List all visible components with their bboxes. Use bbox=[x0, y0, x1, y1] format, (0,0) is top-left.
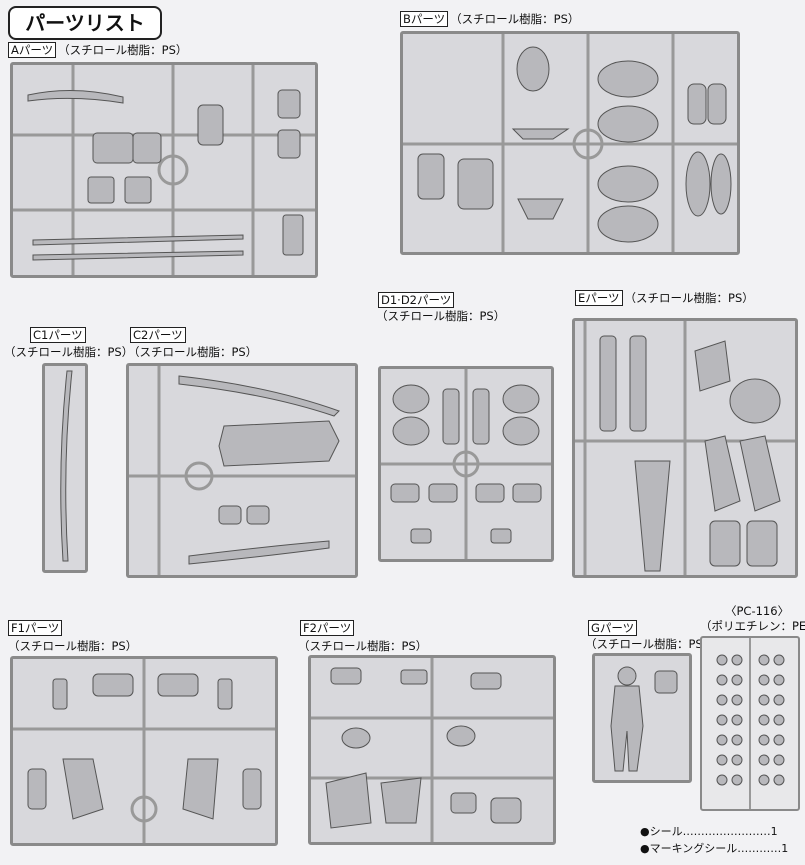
runner-c1 bbox=[42, 363, 88, 573]
label-a-name: Aパーツ bbox=[8, 42, 57, 58]
runner-d-drawing bbox=[381, 369, 551, 559]
label-a-material: （スチロール樹脂：PS） bbox=[58, 43, 188, 57]
runner-pc bbox=[700, 636, 800, 811]
runner-d bbox=[378, 366, 554, 562]
runner-f2 bbox=[308, 655, 556, 845]
label-f2-material: （スチロール樹脂：PS） bbox=[298, 639, 428, 653]
legend-marking-label: ●マーキングシール bbox=[640, 842, 738, 855]
label-c1-material: （スチロール樹脂：PS） bbox=[4, 345, 134, 359]
label-f1: F1パーツ bbox=[8, 620, 64, 636]
label-pc: 〈PC-116〉 bbox=[725, 604, 790, 618]
runner-f1 bbox=[10, 656, 278, 846]
runner-c1-drawing bbox=[60, 370, 73, 562]
label-b: Bパーツ（スチロール樹脂：PS） bbox=[400, 11, 580, 27]
runner-g bbox=[592, 653, 692, 783]
label-b-name: Bパーツ bbox=[400, 11, 449, 27]
label-f1-material: （スチロール樹脂：PS） bbox=[8, 639, 138, 653]
label-f2: F2パーツ bbox=[300, 620, 356, 636]
label-g-name: Gパーツ bbox=[588, 620, 638, 636]
label-c2-name: C2パーツ bbox=[130, 327, 186, 343]
label-d-name: D1·D2パーツ bbox=[378, 292, 455, 308]
runner-c2 bbox=[126, 363, 358, 578]
label-g-material: （スチロール樹脂：PS） bbox=[585, 637, 715, 651]
label-c2-material: （スチロール樹脂：PS） bbox=[128, 345, 258, 359]
legend-item-seal: ●シール……………………1 bbox=[640, 824, 778, 840]
label-e-name: Eパーツ bbox=[575, 290, 623, 306]
label-c1-name: C1パーツ bbox=[30, 327, 86, 343]
legend-marking-dots: ………… bbox=[737, 842, 782, 855]
legend-item-marking-seal: ●マーキングシール…………1 bbox=[640, 841, 788, 857]
runner-g-drawing bbox=[610, 666, 678, 772]
legend-seal-label: ●シール bbox=[640, 825, 683, 838]
runner-b bbox=[400, 31, 740, 255]
page-title: パーツリスト bbox=[8, 6, 162, 40]
runner-a bbox=[10, 62, 318, 278]
label-d: D1·D2パーツ bbox=[378, 292, 456, 308]
label-c2: C2パーツ bbox=[130, 327, 188, 343]
label-c1: C1パーツ bbox=[30, 327, 88, 343]
legend-marking-count: 1 bbox=[781, 842, 789, 855]
label-a: Aパーツ（スチロール樹脂：PS） bbox=[8, 42, 188, 58]
label-pc-material: （ポリエチレン：PE） bbox=[700, 619, 805, 633]
label-f1-name: F1パーツ bbox=[8, 620, 63, 636]
label-d-material: （スチロール樹脂：PS） bbox=[376, 309, 506, 323]
runner-c2-drawing bbox=[129, 366, 355, 575]
label-f2-name: F2パーツ bbox=[300, 620, 355, 636]
runner-f1-drawing bbox=[13, 659, 275, 843]
label-g: Gパーツ bbox=[588, 620, 639, 636]
runner-e-drawing bbox=[575, 321, 795, 575]
label-b-material: （スチロール樹脂：PS） bbox=[450, 12, 580, 26]
legend-seal-dots: …………………… bbox=[682, 825, 771, 838]
runner-a-drawing bbox=[13, 65, 315, 275]
runner-e bbox=[572, 318, 798, 578]
legend-seal-count: 1 bbox=[770, 825, 778, 838]
runner-pc-drawing bbox=[716, 638, 785, 809]
label-e-material: （スチロール樹脂：PS） bbox=[624, 291, 754, 305]
label-e: Eパーツ（スチロール樹脂：PS） bbox=[575, 290, 754, 306]
runner-b-drawing bbox=[403, 34, 737, 252]
runner-f2-drawing bbox=[311, 658, 553, 842]
